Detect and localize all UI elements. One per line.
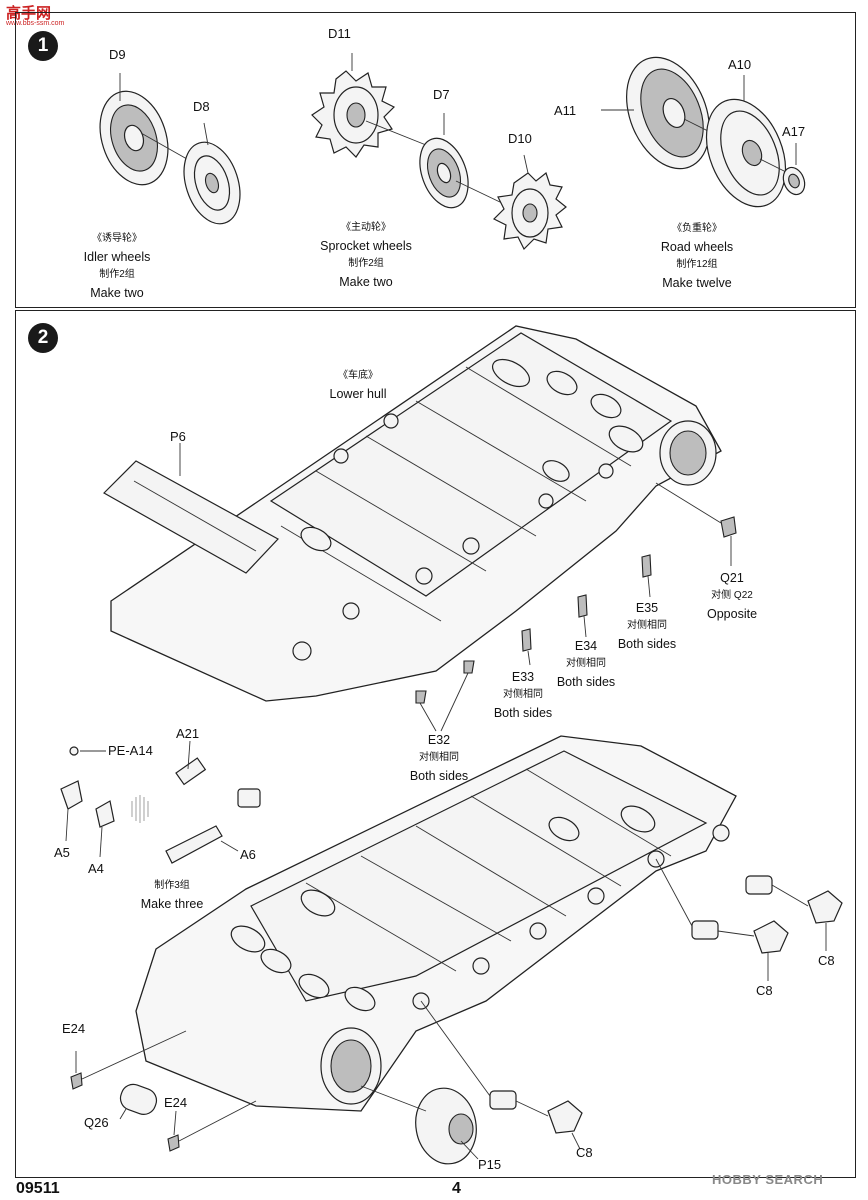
label-d10: D10 [508,131,532,146]
sprocket-cn: 《主动轮》 [341,222,391,233]
label-e33: E33 [511,670,535,684]
e34-both-cn: 对侧相同 [566,658,606,669]
label-e24-b: E24 [164,1095,188,1110]
sprocket-d7 [419,137,469,209]
sprocket-d11 [311,70,396,158]
step-2-number: 2 [28,323,58,353]
road-count-cn: 制作12组 [676,259,718,270]
label-q26: Q26 [84,1115,109,1130]
road-wheel-a10 [705,98,787,208]
caption-lower-hull: 《车底》 Lower hull [330,367,387,403]
e33-both-en: Both sides [493,706,553,720]
idler-en: Idler wheels [83,250,151,264]
page-number: 4 [452,1180,461,1197]
kit-code: 09511 [16,1180,60,1197]
e32-both-en: Both sides [409,769,469,783]
part-q26 [119,1083,158,1115]
idler-count-cn: 制作2组 [99,269,135,280]
sprocket-en: Sprocket wheels [320,239,412,253]
part-p15 [415,1087,477,1165]
part-q21 [720,516,737,538]
label-d9: D9 [109,47,126,62]
hub-cap-a17 [782,166,806,196]
label-e32: E32 [427,733,451,747]
caption-q21: Q21 对侧 Q22 Opposite [707,569,757,623]
label-pe-a14: PE-A14 [108,743,153,758]
label-d8: D8 [193,99,210,114]
label-a4: A4 [88,861,104,876]
part-e32b [415,690,427,704]
make3-en: Make three [140,897,204,911]
label-q21-sub: 对侧 Q22 [711,590,753,601]
label-c8-a: C8 [818,953,835,968]
site-logo: 高手网 [6,5,52,22]
part-e24-a [70,1072,83,1090]
road-wheel-a11 [626,56,710,170]
road-count-en: Make twelve [662,276,732,290]
make3-cn: 制作3组 [154,880,190,891]
part-p6-plate [103,460,279,574]
lower-hull-en: Lower hull [329,387,387,401]
part-e24-b [167,1134,180,1152]
caption-e32: E32 对侧相同 Both sides [410,731,468,785]
label-a6: A6 [240,847,256,862]
road-cn: 《负重轮》 [671,223,722,234]
step-1-number: 1 [28,31,58,61]
suspension-subassembly [60,740,261,864]
e35-both-cn: 对侧相同 [627,620,667,631]
part-e32a [463,660,475,674]
label-d7: D7 [433,87,450,102]
label-e35: E35 [635,601,659,615]
label-a11: A11 [554,103,577,118]
sprocket-d10 [492,171,567,251]
idler-count-en: Make two [90,286,144,300]
caption-sprocket-wheels: 《主动轮》 Sprocket wheels 制作2组 Make two [320,219,412,291]
label-c8-c: C8 [576,1145,593,1160]
label-p15: P15 [478,1157,502,1172]
step-1-wheel-illustrations [99,53,806,251]
site-logo-url: www.bbs-ssm.com [6,20,65,27]
label-e34: E34 [574,639,598,653]
e33-both-cn: 对侧相同 [503,689,543,700]
part-e33 [521,628,532,652]
part-e34 [577,594,588,618]
caption-make-three: 制作3组 Make three [141,877,204,913]
step-2-panel: 2 [15,310,856,1178]
label-a17: A17 [782,124,806,139]
idler-wheel-d8 [183,141,241,225]
e35-both-en: Both sides [617,637,677,651]
label-a10: A10 [728,57,752,72]
lower-hull-top-view [110,325,722,702]
label-d11: D11 [328,26,351,41]
sprocket-count-cn: 制作2组 [348,258,384,269]
label-p6: P6 [170,429,186,444]
step-2-hull-illustrations [60,325,843,1165]
caption-e33: E33 对侧相同 Both sides [494,668,552,722]
hobby-search-watermark: HOBBY SEARCH [712,1172,824,1187]
label-q21-en: Opposite [706,607,758,621]
label-q21: Q21 [720,571,744,585]
road-en: Road wheels [660,240,734,254]
lower-hull-side-view [135,735,737,1112]
step-1-panel: 1 [15,12,856,308]
label-a5: A5 [54,845,70,860]
caption-e35: E35 对侧相同 Both sides [618,599,676,653]
caption-road-wheels: 《负重轮》 Road wheels 制作12组 Make twelve [661,220,733,292]
caption-idler-wheels: 《诱导轮》 Idler wheels 制作2组 Make two [84,230,151,302]
idler-cn: 《诱导轮》 [91,233,142,244]
lower-hull-cn: 《车底》 [337,370,378,381]
label-e24-a: E24 [62,1021,86,1036]
e34-both-en: Both sides [556,675,616,689]
part-e35 [641,554,652,578]
part-c8-arms [420,858,843,1150]
label-c8-b: C8 [756,983,773,998]
sprocket-count-en: Make two [339,275,393,289]
e32-both-cn: 对侧相同 [419,752,459,763]
label-a21: A21 [176,726,200,741]
caption-e34: E34 对侧相同 Both sides [557,637,615,691]
idler-wheel-d9 [99,90,169,186]
